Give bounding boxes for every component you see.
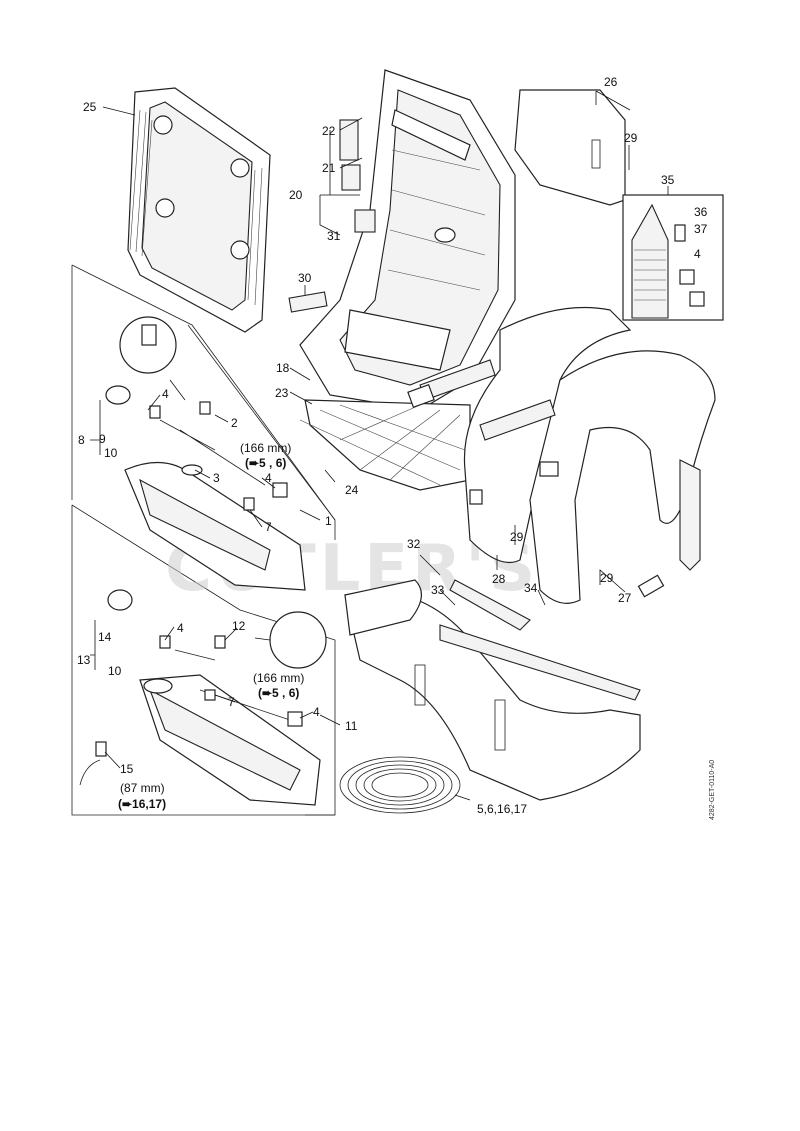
drawing-code: 4282-GET-0110-A0 (709, 760, 716, 820)
note-1-ref: (➨5 , 6) (245, 456, 286, 470)
note-1-length: (166 mm) (240, 441, 291, 455)
callout-14: 14 (98, 630, 112, 644)
note-3-length: (87 mm) (120, 781, 165, 795)
leader-lines (90, 90, 669, 801)
panel-outlines (71, 264, 336, 816)
callout-7b: 7 (228, 695, 235, 709)
callout-1: 1 (325, 514, 332, 528)
backplate-part (299, 69, 516, 411)
label-plate-22 (339, 119, 359, 161)
callout-36: 36 (694, 205, 708, 219)
callout-10a: 10 (104, 446, 118, 460)
label-plate-30 (288, 291, 328, 313)
callout-7a: 7 (265, 520, 272, 534)
note-2-length: (166 mm) (253, 671, 304, 685)
callout-11: 11 (345, 719, 358, 733)
callout-24: 24 (345, 483, 359, 497)
callout-18: 18 (276, 361, 290, 375)
callout-20: 20 (289, 188, 303, 202)
callout-13: 13 (77, 653, 91, 667)
callout-8: 8 (78, 433, 85, 447)
callout-29a: 29 (624, 131, 638, 145)
callout-4c: 4 (177, 621, 184, 635)
callout-25: 25 (83, 100, 97, 114)
callout-31: 31 (327, 229, 341, 243)
callout-26: 26 (604, 75, 618, 89)
callout-34: 34 (524, 581, 538, 595)
callout-23: 23 (275, 386, 289, 400)
filter-part (622, 194, 724, 321)
note-2-ref: (➨5 , 6) (258, 686, 299, 700)
note-3-ref: (➨16,17) (118, 797, 166, 811)
tank-lower-part (79, 589, 327, 806)
callout-12: 12 (232, 619, 246, 633)
callout-32: 32 (407, 537, 421, 551)
callout-4d: 4 (313, 705, 320, 719)
frame-part (127, 87, 271, 333)
label-plate-21 (341, 164, 361, 191)
callout-5: 5,6,16,17 (477, 802, 527, 816)
hip-belt-part (344, 579, 641, 801)
callout-2: 2 (231, 416, 238, 430)
callout-21: 21 (322, 161, 336, 175)
callout-37: 37 (694, 222, 708, 236)
dimension-notes: (166 mm) (➨5 , 6) (166 mm) (➨5 , 6) (87 … (118, 441, 304, 811)
base-grid-part (299, 399, 471, 491)
callout-3: 3 (213, 471, 220, 485)
coiled-hose-part (339, 756, 461, 814)
callout-labels: 25 22 21 20 31 30 26 29 35 36 37 4 18 23… (77, 75, 708, 816)
callout-4a: 4 (162, 387, 169, 401)
tank-upper-part (105, 316, 306, 591)
callout-35: 35 (661, 173, 675, 187)
callout-10b: 10 (108, 664, 122, 678)
callout-4b: 4 (265, 471, 272, 485)
callout-30: 30 (298, 271, 312, 285)
callout-22: 22 (322, 124, 336, 138)
callout-15: 15 (120, 762, 134, 776)
callout-33: 33 (431, 583, 445, 597)
callout-27: 27 (618, 591, 632, 605)
shoulder-straps-part (407, 306, 716, 604)
pad-part (514, 89, 626, 206)
callout-28: 28 (492, 572, 506, 586)
callout-29b: 29 (510, 530, 524, 544)
callout-4e: 4 (694, 247, 701, 261)
callout-29c: 29 (600, 571, 614, 585)
label-plate-31 (354, 209, 376, 233)
callout-9: 9 (99, 432, 106, 446)
